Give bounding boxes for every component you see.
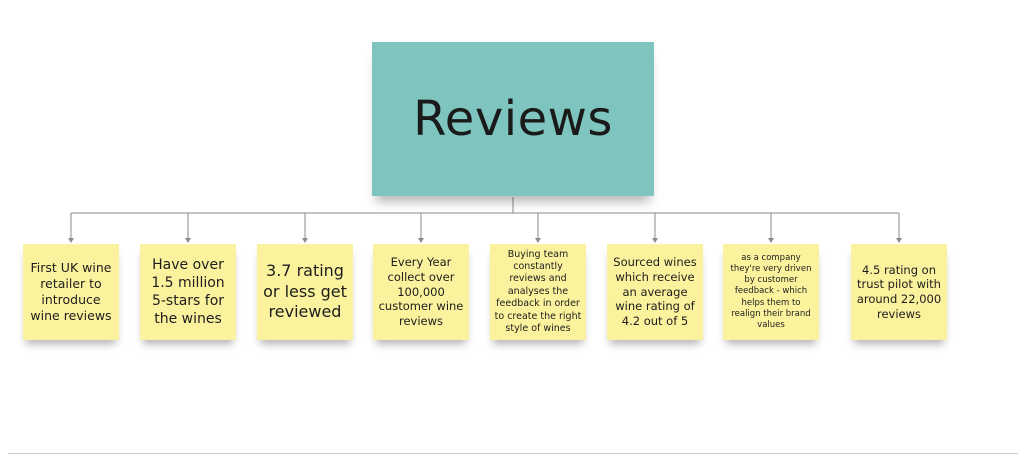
- title-sticky-note[interactable]: Reviews: [372, 42, 654, 196]
- arrowhead-5: [535, 238, 541, 243]
- arrowhead-3: [302, 238, 308, 243]
- arrowhead-7: [768, 238, 774, 243]
- sticky-note-first-uk-retailer[interactable]: First UK wine retailer to introduce wine…: [23, 244, 119, 340]
- sticky-note-3-7-rating[interactable]: 3.7 rating or less get reviewed: [257, 244, 353, 340]
- sticky-note-text: Every Year collect over 100,000 customer…: [378, 255, 464, 329]
- sticky-note-text: Have over 1.5 million 5-stars for the wi…: [151, 256, 225, 328]
- bottom-divider: [8, 453, 1018, 454]
- arrowhead-8: [896, 238, 902, 243]
- arrowhead-1: [68, 238, 74, 243]
- sticky-note-1-5-million-stars[interactable]: Have over 1.5 million 5-stars for the wi…: [140, 244, 236, 340]
- sticky-note-text: Sourced wines which receive an average w…: [613, 255, 697, 329]
- title-text: Reviews: [413, 91, 613, 147]
- sticky-note-text: First UK wine retailer to introduce wine…: [30, 260, 112, 323]
- sticky-note-text: Buying team constantly reviews and analy…: [494, 248, 582, 334]
- sticky-note-every-year-reviews[interactable]: Every Year collect over 100,000 customer…: [373, 244, 469, 340]
- arrowhead-6: [652, 238, 658, 243]
- sticky-note-customer-feedback[interactable]: as a company they're very driven by cust…: [723, 244, 819, 340]
- sticky-note-text: 3.7 rating or less get reviewed: [263, 260, 347, 322]
- sticky-note-buying-team[interactable]: Buying team constantly reviews and analy…: [490, 244, 586, 340]
- sticky-note-text: as a company they're very driven by cust…: [730, 253, 812, 330]
- arrowhead-4: [418, 238, 424, 243]
- sticky-note-sourced-wines[interactable]: Sourced wines which receive an average w…: [607, 244, 703, 340]
- sticky-note-text: 4.5 rating on trust pilot with around 22…: [856, 262, 942, 321]
- arrowhead-2: [185, 238, 191, 243]
- sticky-note-trust-pilot[interactable]: 4.5 rating on trust pilot with around 22…: [851, 244, 947, 340]
